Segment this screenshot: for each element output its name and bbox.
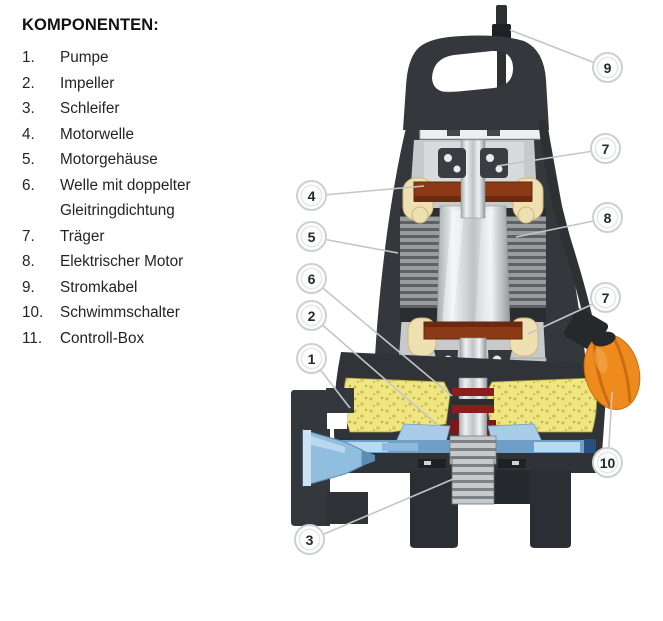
callout-number: 7	[601, 289, 610, 306]
callout-2: 2	[296, 300, 327, 331]
component-number: 3.	[22, 100, 35, 117]
component-label: Motorgehäuse	[60, 151, 158, 168]
components-list: KOMPONENTEN: 1. Pumpe 2. Impeller 3. Schlei…	[22, 14, 262, 351]
component-item-7: 7. Träger	[22, 224, 262, 250]
outlet-cone	[302, 429, 375, 487]
component-item-3: 3. Schleifer	[22, 96, 262, 122]
component-item-6: 6. Welle mit doppelter Gleitringdichtung	[22, 173, 262, 224]
callout-number: 1	[307, 350, 316, 367]
component-item-8: 8. Elektrischer Motor	[22, 249, 262, 275]
callout-4: 4	[296, 180, 327, 211]
component-label: Träger	[60, 227, 105, 245]
impeller-diffuser	[395, 423, 543, 443]
callout-number: 8	[603, 209, 612, 226]
component-label: Controll-Box	[60, 329, 145, 347]
motor-shaft-rotor	[436, 205, 511, 327]
grinder-impeller	[418, 435, 526, 505]
callout-3: 3	[294, 524, 325, 555]
callout-8: 8	[592, 202, 623, 233]
component-number: 11.	[22, 329, 43, 347]
callout-number: 7	[601, 140, 610, 157]
callout-number: 5	[307, 228, 316, 245]
component-item-11: 11. Controll-Box	[22, 326, 262, 352]
component-label: Welle mit doppelter Gleitringdichtung	[60, 176, 191, 220]
component-item-9: 9. Stromkabel	[22, 275, 262, 301]
float-switch	[563, 308, 641, 410]
component-label: Stromkabel	[60, 278, 138, 296]
component-number: 8.	[22, 253, 35, 270]
callout-5: 5	[296, 221, 327, 252]
base-legs	[334, 453, 598, 548]
carry-handle	[403, 35, 549, 130]
component-number: 1.	[22, 49, 35, 66]
component-label: Elektrischer Motor	[60, 253, 184, 270]
component-item-4: 4. Motorwelle	[22, 122, 262, 148]
component-number: 7.	[22, 227, 35, 245]
component-number: 9.	[22, 278, 35, 296]
callout-number: 10	[599, 454, 616, 471]
oil-chamber	[343, 377, 597, 433]
component-number: 6.	[22, 176, 35, 194]
components-title: KOMPONENTEN:	[22, 16, 159, 34]
components-items: 1. Pumpe 2. Impeller 3. Schleifer 4. Motorwe…	[22, 45, 262, 351]
component-item-10: 10. Schwimmschalter	[22, 300, 262, 326]
component-number: 5.	[22, 151, 35, 168]
component-label: Schleifer	[60, 100, 120, 117]
callout-number: 2	[307, 307, 316, 324]
component-label: Pumpe	[60, 49, 109, 66]
callout-6: 6	[296, 263, 327, 294]
power-cable	[492, 5, 511, 96]
leader-lines	[309, 29, 613, 541]
callout-number: 6	[307, 270, 316, 287]
callout-number: 3	[305, 531, 314, 548]
bearing-upper	[438, 139, 508, 219]
callout-number: 9	[603, 59, 612, 76]
component-number: 2.	[22, 74, 35, 92]
motor-winding-lower	[407, 317, 539, 357]
float-switch-cable	[538, 119, 594, 327]
callout-9: 9	[592, 52, 623, 83]
callout-7-lower: 7	[590, 282, 621, 313]
component-number: 10.	[22, 304, 44, 321]
component-label: Impeller	[60, 74, 115, 92]
callout-1: 1	[296, 343, 327, 374]
component-label: Motorwelle	[60, 125, 134, 143]
callout-number: 4	[307, 187, 316, 204]
component-item-2: 2. Impeller	[22, 71, 262, 97]
component-number: 4.	[22, 125, 35, 143]
component-item-1: 1. Pumpe	[22, 45, 262, 71]
callout-7-upper: 7	[590, 133, 621, 164]
component-item-5: 5. Motorgehäuse	[22, 147, 262, 173]
component-label: Schwimmschalter	[60, 304, 180, 321]
callout-10: 10	[592, 447, 623, 478]
